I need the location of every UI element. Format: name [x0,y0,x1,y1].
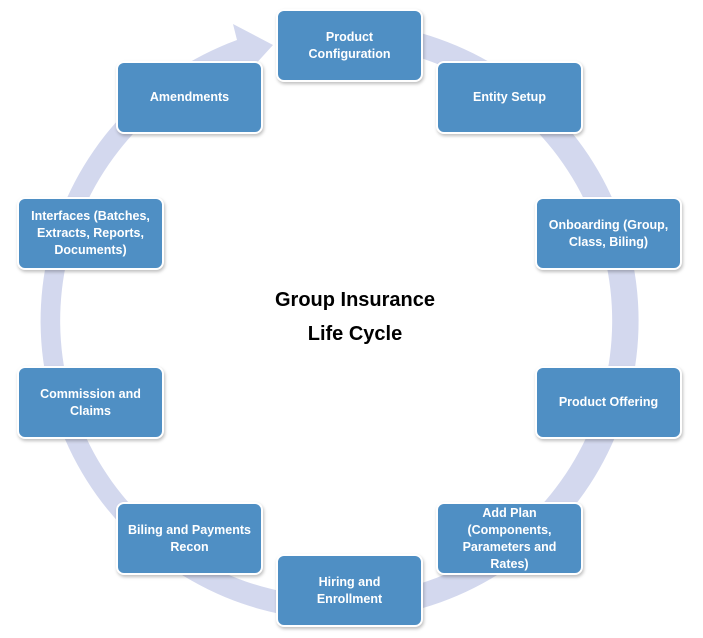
stage-entity-setup[interactable]: Entity Setup [436,61,583,134]
stage-onboarding[interactable]: Onboarding (Group, Class, Biling) [535,197,682,270]
stage-billing-payments-recon[interactable]: Biling and Payments Recon [116,502,263,575]
stage-interfaces[interactable]: Interfaces (Batches, Extracts, Reports, … [17,197,164,270]
stage-commission-claims[interactable]: Commission and Claims [17,366,164,439]
stage-hiring-enrollment[interactable]: Hiring and Enrollment [276,554,423,627]
stage-amendments[interactable]: Amendments [116,61,263,134]
stage-product-configuration[interactable]: Product Configuration [276,9,423,82]
stage-product-offering[interactable]: Product Offering [535,366,682,439]
diagram-title: Group Insurance Life Cycle [205,283,505,351]
stage-add-plan[interactable]: Add Plan (Components, Parameters and Rat… [436,502,583,575]
diagram-title-line-1: Group Insurance [274,289,436,311]
diagram-title-line-2: Life Cycle [307,323,403,345]
